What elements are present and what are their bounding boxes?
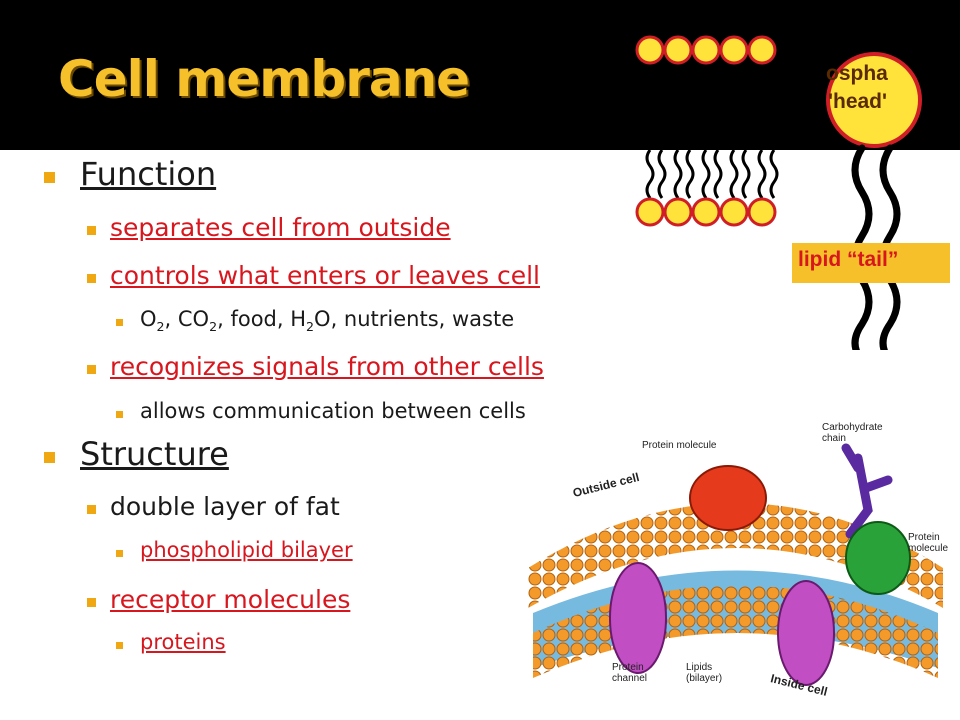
structure-item-double-layer: double layer of fat [110,492,340,521]
bullet-structure [44,452,55,463]
bullet-f3 [87,365,96,374]
membrane-outer-layer [528,503,943,608]
structure-heading: Structure [80,435,229,473]
label-carbohydrate-chain: Carbohydrate chain [822,422,883,444]
phosphate-head [826,52,922,148]
bilayer-bottom-heads [635,197,777,227]
head-label-line1: ospha [826,62,888,85]
bullet-function [44,172,55,183]
bullet-s1a [116,550,123,557]
bullet-f3a [116,411,123,418]
structure-item-receptors[interactable]: receptor molecules [110,585,351,614]
function-item-separates[interactable]: separates cell from outside [110,213,451,242]
tail-label-bg [792,243,950,283]
bullet-f2a [116,319,123,326]
label-protein-molecule-top: Protein molecule [642,440,717,451]
label-lipids: Lipids (bilayer) [686,662,723,684]
function-item-communication: allows communication between cells [140,399,526,423]
structure-item-proteins[interactable]: proteins [140,630,226,654]
protein-channel-left [609,562,667,674]
bullet-s2 [87,598,96,607]
function-item-recognizes[interactable]: recognizes signals from other cells [110,352,544,381]
structure-item-bilayer[interactable]: phospholipid bilayer [140,538,353,562]
label-protein-channel: Protein channel [612,662,648,684]
bullet-s1 [87,505,96,514]
protein-red [689,465,767,531]
title-bar [0,0,960,150]
function-item-controls[interactable]: controls what enters or leaves cell [110,261,540,290]
head-label-line2: 'head' [828,90,888,113]
bullet-s2a [116,642,123,649]
slide-title: Cell membrane [58,50,470,108]
membrane-cross-section [528,443,943,686]
function-heading: Function [80,155,217,193]
carbohydrate-chain [841,443,893,539]
function-item-substances: O2, CO2, food, H2O, nutrients, waste [140,307,515,335]
protein-green [845,521,911,595]
tail-label: lipid “tail” [798,248,899,271]
bilayer-tails [645,149,779,199]
label-protein-molecule-right: Protein molecule [908,532,949,554]
phospholipid-diagram [635,35,950,350]
bullet-f1 [87,226,96,235]
bilayer-top-heads [635,35,777,65]
protein-channel-right [777,580,835,686]
bullet-f2 [87,274,96,283]
